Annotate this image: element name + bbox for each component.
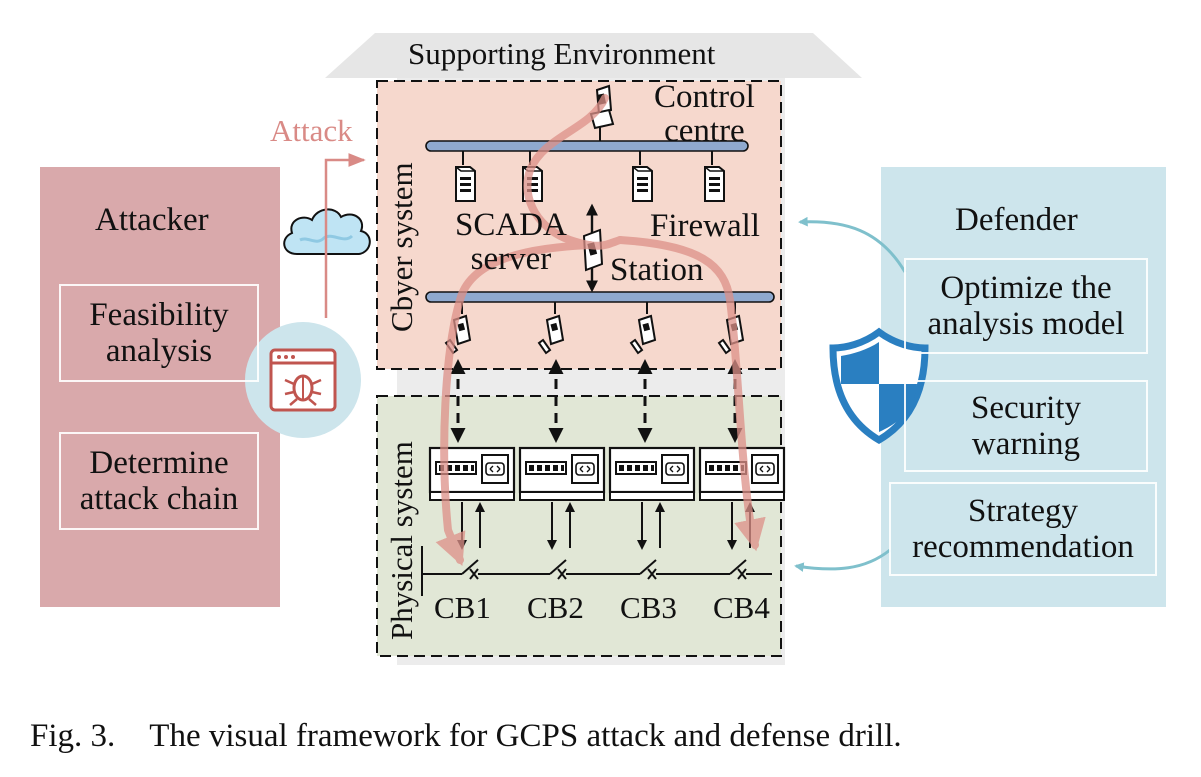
- defense-arrow-bottom: [794, 548, 891, 572]
- scada-line-1: SCADA: [455, 207, 567, 243]
- feasibility-analysis-box: Feasibility analysis: [59, 284, 259, 382]
- shield-icon: [829, 327, 929, 445]
- firewall-label: Firewall: [650, 208, 760, 244]
- feasibility-analysis-line-1: Feasibility: [89, 297, 229, 333]
- attack-arrow: [324, 153, 366, 318]
- breaker-label-cb4: CB4: [713, 590, 770, 625]
- relay-icon-2: [518, 446, 606, 502]
- rtu-icon-2: [538, 302, 564, 354]
- breaker-label-cb1: CB1: [434, 590, 491, 625]
- defender-title: Defender: [955, 202, 1078, 238]
- attacker-panel: [40, 167, 280, 607]
- attacker-title: Attacker: [95, 202, 209, 238]
- strategy-line-2: recommendation: [912, 529, 1134, 565]
- relay-icon-3: [608, 446, 696, 502]
- malware-bug-icon: [245, 322, 361, 438]
- scada-line-2: server: [470, 241, 552, 277]
- rtu-icon-3: [630, 302, 656, 354]
- optimize-model-line-2: analysis model: [927, 306, 1125, 342]
- cyber-system-label: Cbyer system: [384, 162, 419, 332]
- attack-label: Attack: [270, 113, 353, 148]
- station-firewall-icon: [582, 228, 604, 272]
- attack-chain-line-1: Determine: [89, 445, 229, 481]
- breaker-line: [421, 546, 772, 596]
- attack-chain-line-2: attack chain: [79, 481, 239, 517]
- scada-server-label: SCADA server: [455, 208, 567, 276]
- strategy-recommendation-box: Strategy recommendation: [889, 482, 1157, 576]
- strategy-line-1: Strategy: [968, 493, 1078, 529]
- supporting-environment-title: Supporting Environment: [408, 36, 716, 71]
- station-bus: [425, 291, 775, 303]
- optimize-model-box: Optimize the analysis model: [904, 258, 1148, 354]
- security-warning-line-2: warning: [971, 426, 1081, 462]
- figure-caption-text: The visual framework for GCPS attack and…: [149, 718, 902, 754]
- server-icon-3: [632, 151, 653, 202]
- figure-number: Fig. 3.: [30, 718, 116, 754]
- breaker-label-cb3: CB3: [620, 590, 677, 625]
- control-centre-line-1: Control: [654, 79, 755, 115]
- security-warning-line-1: Security: [971, 390, 1081, 426]
- cyber-system-border: [376, 80, 782, 370]
- feasibility-analysis-line-2: analysis: [105, 333, 213, 369]
- station-label: Station: [610, 252, 704, 288]
- defense-arrow-top: [798, 216, 907, 273]
- control-bus: [425, 140, 749, 152]
- control-centre-line-2: centre: [664, 113, 745, 149]
- breaker-label-cb2: CB2: [527, 590, 584, 625]
- physical-system-label: Physical system: [384, 441, 419, 640]
- firewall-server-icon: [704, 151, 725, 202]
- control-centre-label: Control centre: [654, 80, 755, 148]
- attack-chain-box: Determine attack chain: [59, 432, 259, 530]
- optimize-model-line-1: Optimize the: [940, 270, 1112, 306]
- figure-caption: Fig. 3. The visual framework for GCPS att…: [30, 718, 902, 755]
- attack-path: [435, 94, 766, 566]
- server-icon-1: [455, 151, 476, 202]
- defender-panel: [881, 167, 1166, 607]
- supporting-environment-banner: [325, 33, 862, 78]
- security-warning-box: Security warning: [904, 380, 1148, 472]
- physical-system-border: [376, 395, 782, 657]
